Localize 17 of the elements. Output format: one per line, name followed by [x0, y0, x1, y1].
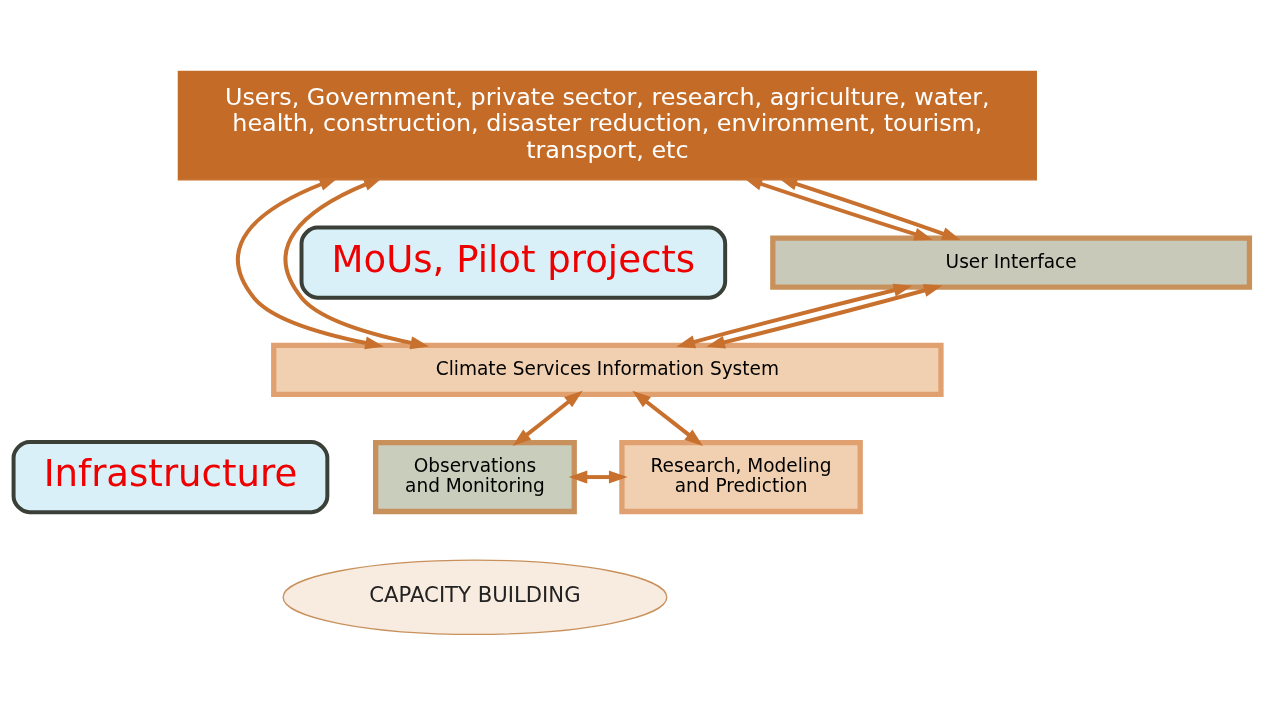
arrow: [283, 177, 429, 350]
arrow: [568, 470, 628, 484]
arrow: [632, 390, 703, 446]
arrow: [512, 390, 583, 446]
node-ellipse: CAPACITY BUILDING: [282, 559, 668, 636]
node-box: Research, Modeling and Prediction: [619, 440, 863, 515]
arrow: [743, 177, 933, 241]
arrow: [676, 283, 913, 349]
arrow: [778, 177, 961, 240]
arrow: [706, 284, 943, 349]
node-box: Observations and Monitoring: [373, 440, 577, 515]
node-box: Users, Government, private sector, research, agriculture, water, health, construction, disaster reduction, environment, tourism, transport, etc: [177, 70, 1037, 181]
node-box: MoUs, Pilot projects: [299, 225, 728, 300]
node-box: User Interface: [770, 235, 1253, 290]
arrow: [236, 177, 384, 350]
node-box: Infrastructure: [11, 440, 330, 515]
node-box: Climate Services Information System: [271, 342, 944, 397]
